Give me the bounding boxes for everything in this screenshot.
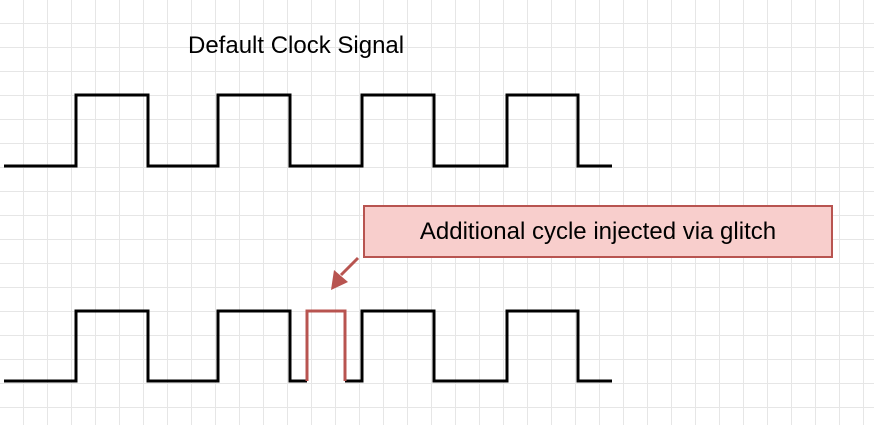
glitch-callout-text: Additional cycle injected via glitch [419,217,777,245]
callout-arrow-line [339,256,360,277]
diagram-title: Default Clock Signal [188,32,405,59]
glitched-clock-waveform-left [4,309,307,383]
glitch-pulse [305,309,347,381]
glitched-clock-waveform-right [345,309,612,383]
default-clock-waveform [4,93,612,168]
glitch-callout-box: Additional cycle injected via glitch [363,205,833,258]
callout-arrow-head [331,270,348,290]
